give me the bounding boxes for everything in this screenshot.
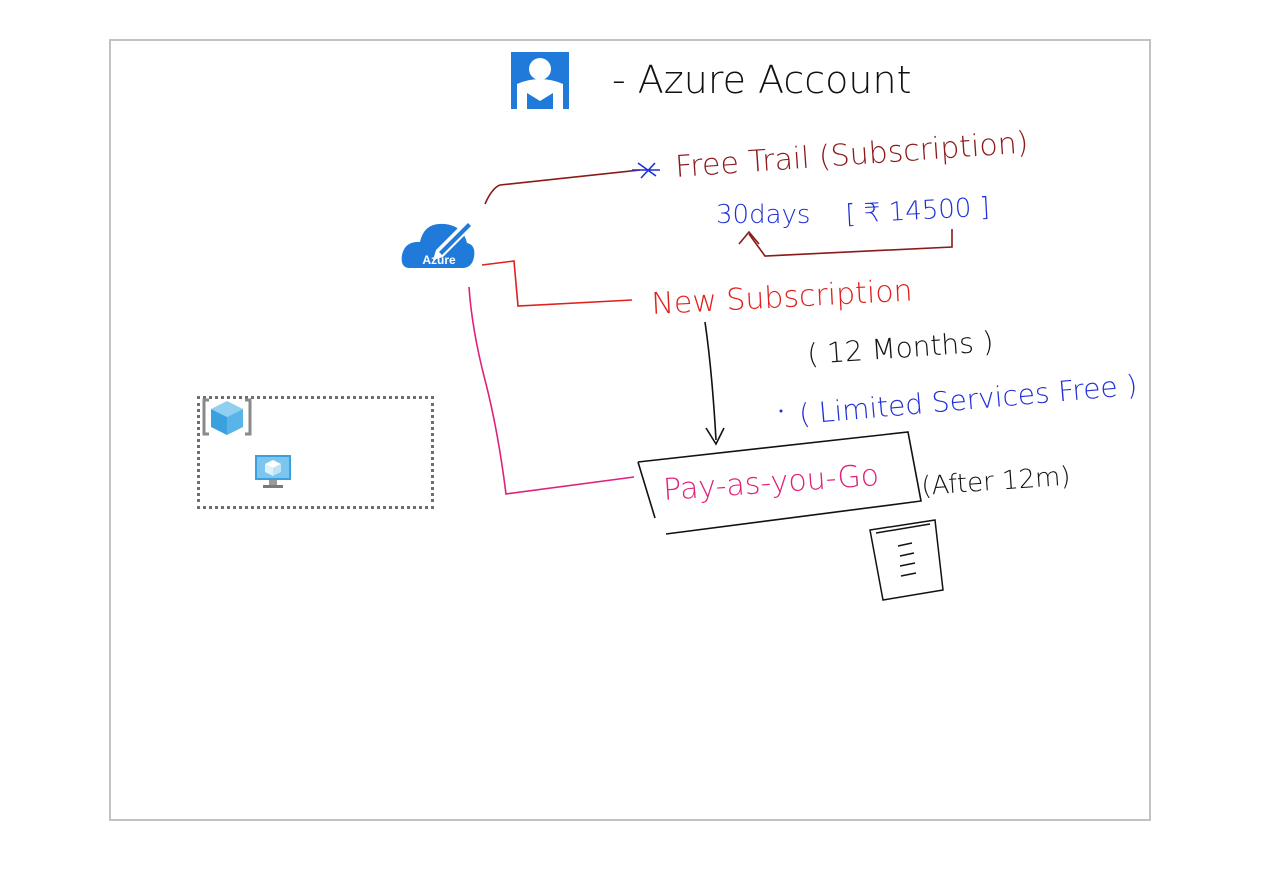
ink-dot bbox=[779, 409, 783, 413]
resource-group-box bbox=[197, 396, 434, 509]
return-arrow-head bbox=[738, 230, 760, 245]
page-title: - Azure Account bbox=[612, 58, 912, 102]
azure-label: Azure bbox=[422, 253, 456, 267]
down-arrow-line bbox=[704, 321, 717, 441]
pay-as-you-go-after: (After 12m) bbox=[920, 462, 1071, 502]
free-trial-credit: [ ₹ 14500 ] bbox=[845, 192, 991, 230]
free-trial-label: Free Trail (Subscription) bbox=[674, 125, 1029, 185]
connector-new-subscription bbox=[481, 260, 633, 307]
document-icon bbox=[869, 519, 944, 601]
whiteboard-frame bbox=[109, 39, 1151, 821]
connector-free-trial bbox=[484, 169, 641, 205]
resource-group-cube-icon bbox=[202, 398, 252, 436]
virtual-machine-icon bbox=[255, 455, 291, 488]
azure-cloud-edit-icon: Azure bbox=[401, 217, 476, 268]
new-subscription-label: New Subscription bbox=[651, 273, 914, 322]
arrow-mark-free-trial bbox=[632, 162, 660, 179]
person-logo-icon bbox=[511, 52, 569, 109]
pay-as-you-go-label: Pay-as-you-Go bbox=[662, 458, 880, 508]
pay-as-you-go-box bbox=[637, 431, 922, 535]
free-trial-duration: 30days bbox=[716, 200, 810, 230]
return-arrow-line bbox=[748, 229, 953, 257]
new-subscription-note: ( Limited Services Free ) bbox=[798, 369, 1139, 431]
new-subscription-months: ( 12 Months ) bbox=[806, 325, 994, 371]
down-arrow-head bbox=[705, 427, 725, 446]
connector-pay-as-you-go bbox=[468, 286, 635, 495]
